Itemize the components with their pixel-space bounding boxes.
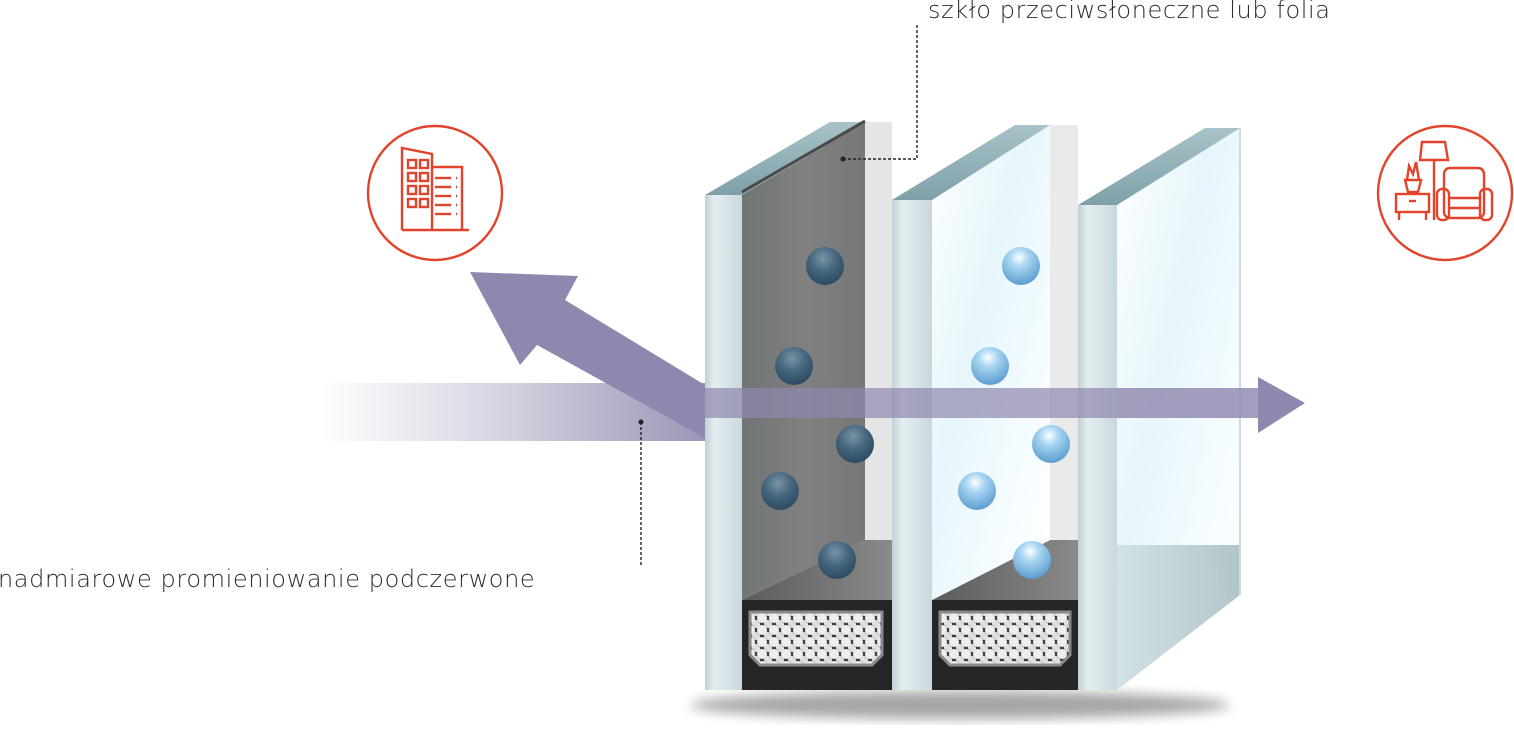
molecule	[775, 347, 813, 385]
molecule	[836, 425, 874, 463]
leader-dot-solar-glass	[840, 156, 846, 162]
arrow-head-right	[1258, 377, 1305, 433]
desiccant-beads-1	[748, 610, 884, 667]
molecule	[1013, 541, 1051, 579]
pane-2-top-edge	[892, 125, 1050, 200]
pane-1-top-edge	[705, 122, 865, 195]
molecule	[971, 347, 1009, 385]
molecule	[806, 247, 844, 285]
leader-dot-infrared	[638, 419, 644, 425]
spacer-2	[932, 540, 1078, 690]
office-building-icon	[366, 124, 504, 262]
pane-3-lower-glass	[1117, 545, 1240, 690]
pane-1-front-edge	[705, 195, 742, 690]
pane-3-top-edge	[1078, 128, 1240, 205]
gas-molecules-dark	[761, 247, 874, 579]
label-solar-glass: szkło przeciwsłoneczne lub folia	[928, 0, 1331, 24]
molecule	[818, 541, 856, 579]
living-room-furniture-icon	[1376, 124, 1514, 262]
molecule	[958, 472, 996, 510]
pane-3-front-edge	[1078, 205, 1117, 690]
molecule	[1002, 247, 1040, 285]
pane-2-front-edge	[892, 200, 932, 690]
molecule	[1032, 425, 1070, 463]
unit-shadow	[690, 691, 1230, 719]
transmitted-arrow	[705, 377, 1305, 433]
label-infrared-radiation: nadmiarowe promieniowanie podczerwone	[0, 565, 536, 593]
desiccant-beads-2	[938, 610, 1072, 667]
reflected-ir-arrow	[470, 272, 705, 438]
molecule	[761, 472, 799, 510]
gas-molecules-light	[958, 247, 1070, 579]
leader-line-solar-glass	[845, 25, 918, 160]
